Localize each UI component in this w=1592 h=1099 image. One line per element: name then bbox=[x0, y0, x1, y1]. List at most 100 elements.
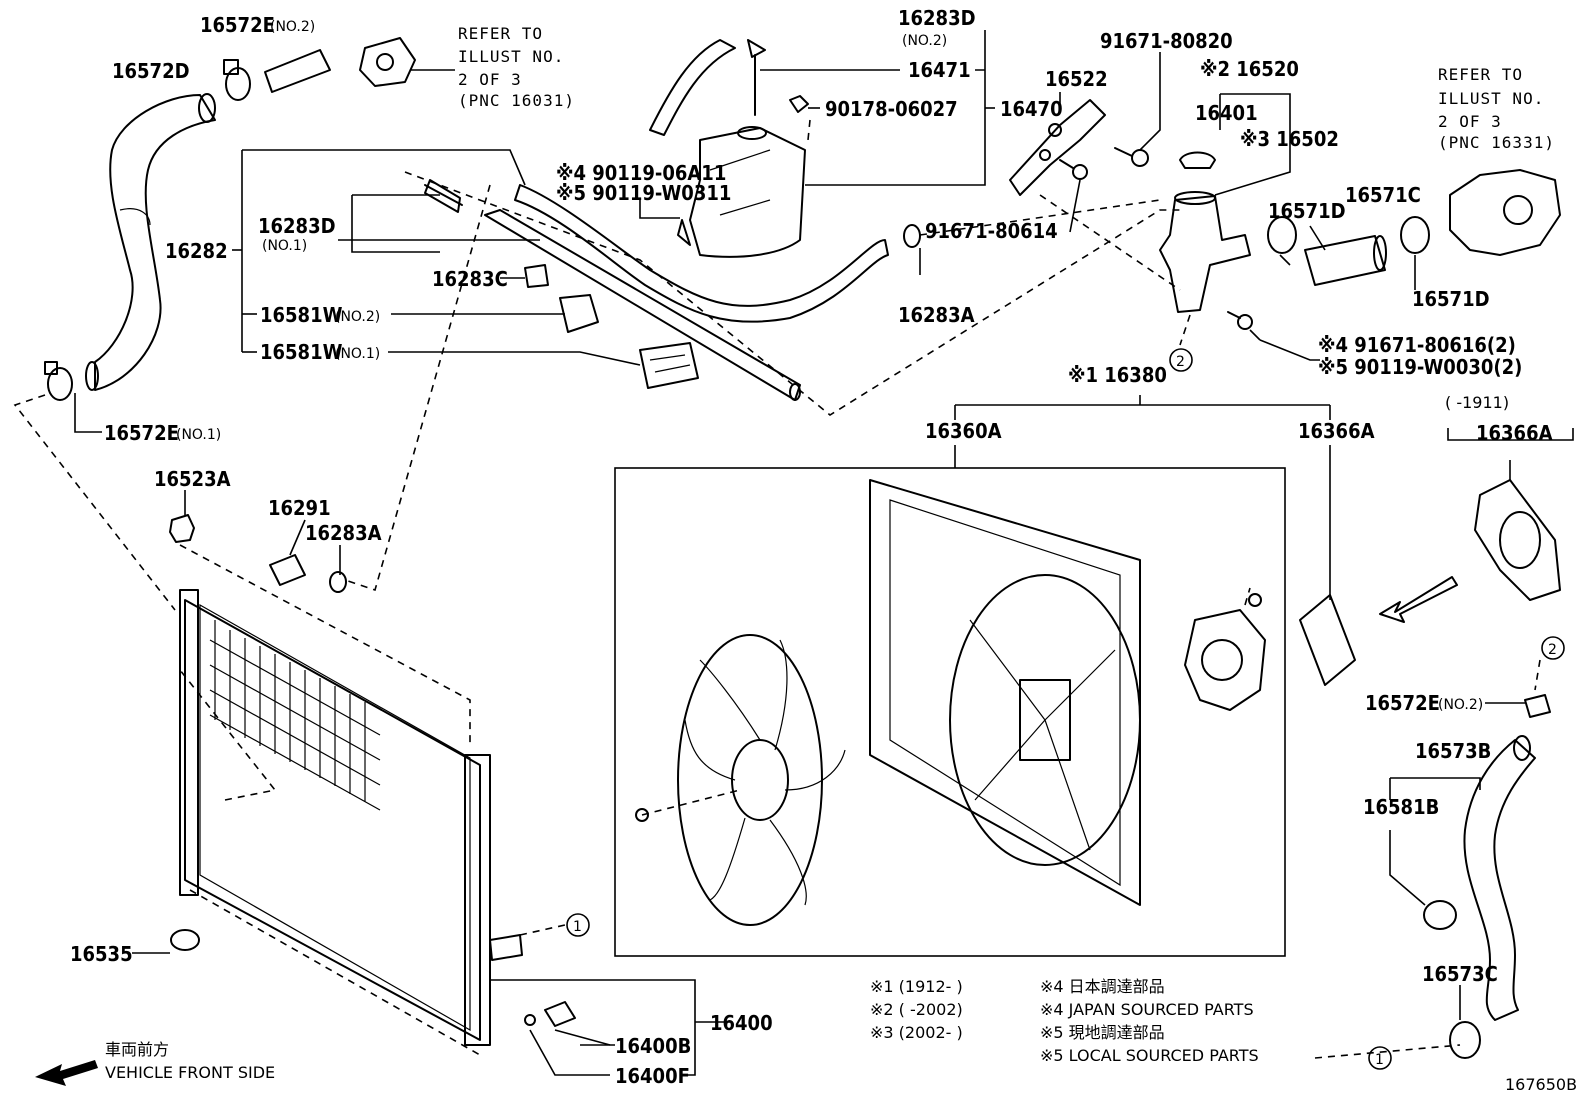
svg-text:2: 2 bbox=[1548, 642, 1557, 658]
label-16572E-no2-top-suffix: (NO.2) bbox=[270, 19, 315, 35]
refer-left: REFER TO ILLUST NO. 2 OF 3 (PNC 16031) bbox=[458, 24, 574, 110]
label-90119-W0311: ※5 90119-W0311 bbox=[556, 181, 731, 205]
svg-text:※4 JAPAN SOURCED PARTS: ※4 JAPAN SOURCED PARTS bbox=[1040, 1000, 1254, 1019]
dashed-guides bbox=[13, 119, 1541, 1059]
label-16572E-no2-right: 16572E bbox=[1365, 691, 1440, 715]
seal-pad-16366a bbox=[1299, 594, 1356, 686]
svg-text:(PNC 16331): (PNC 16331) bbox=[1438, 133, 1555, 152]
label-16572E-no1-suffix: (NO.1) bbox=[176, 427, 221, 443]
bolt-91671-80616 bbox=[1227, 311, 1253, 330]
label-16366A-right: 16366A bbox=[1476, 421, 1553, 445]
seal-16366a-right bbox=[1474, 479, 1561, 601]
vehicle-front-indicator: 車両前方 VEHICLE FRONT SIDE bbox=[35, 1040, 275, 1086]
svg-text:※2 ( -2002): ※2 ( -2002) bbox=[870, 1000, 963, 1019]
label-16573B: 16573B bbox=[1415, 739, 1491, 763]
fan-shroud bbox=[869, 479, 1141, 906]
fan-assembly-box bbox=[614, 467, 1286, 957]
label-16400: 16400 bbox=[710, 1011, 773, 1035]
footnotes: ※1 (1912- ) ※2 ( -2002) ※3 (2002- ) ※4 日… bbox=[870, 977, 1259, 1065]
svg-text:※4 日本調達部品: ※4 日本調達部品 bbox=[1040, 977, 1165, 996]
bolt-91671-80820 bbox=[1114, 147, 1149, 167]
clamp-16573c bbox=[1449, 1021, 1481, 1059]
label-16523A: 16523A bbox=[154, 467, 231, 491]
label-16581W-no2-suffix: (NO.2) bbox=[335, 309, 380, 325]
svg-text:2: 2 bbox=[1176, 354, 1185, 370]
svg-text:1: 1 bbox=[573, 919, 582, 935]
radiator-cap bbox=[1179, 151, 1216, 169]
label-16400F: 16400F bbox=[615, 1064, 690, 1088]
label-16283C: 16283C bbox=[432, 267, 508, 291]
svg-text:REFER TO: REFER TO bbox=[458, 24, 543, 43]
svg-text:ILLUST NO.: ILLUST NO. bbox=[458, 47, 564, 66]
svg-text:※5 現地調達部品: ※5 現地調達部品 bbox=[1040, 1023, 1165, 1042]
label-16572D: 16572D bbox=[112, 59, 190, 83]
label-16366A-mid: 16366A bbox=[1298, 419, 1375, 443]
leader-lines bbox=[74, 30, 1574, 1076]
svg-text:2 OF 3: 2 OF 3 bbox=[1438, 112, 1502, 131]
circle-marker-2-top: 2 bbox=[1169, 348, 1193, 372]
label-16360A: 16360A bbox=[925, 419, 1002, 443]
label-16572E-no2-right-suffix: (NO.2) bbox=[1438, 697, 1483, 713]
label-16502: ※3 16502 bbox=[1240, 127, 1339, 151]
label-16522: 16522 bbox=[1045, 67, 1108, 91]
hose-clamp-left bbox=[44, 361, 73, 401]
water-outlet bbox=[1159, 191, 1251, 313]
refer-right: REFER TO ILLUST NO. 2 OF 3 (PNC 16331) bbox=[1438, 65, 1555, 152]
hose-clip-16283c bbox=[524, 264, 549, 288]
arrow-to-16366a bbox=[1379, 576, 1458, 623]
drain-plug-16291 bbox=[269, 554, 306, 586]
hose-clamp-top bbox=[223, 59, 251, 101]
clamp-16572e-right bbox=[1524, 694, 1551, 718]
part-labels: 16572D 16572E (NO.2) 16282 16283D (NO.1)… bbox=[70, 6, 1553, 1088]
fan-motor bbox=[1184, 593, 1266, 711]
label-16283D-no1: 16283D bbox=[258, 214, 336, 238]
label-16400B: 16400B bbox=[615, 1034, 691, 1058]
label-16283D-no2: 16283D bbox=[898, 6, 976, 30]
label-16471: 16471 bbox=[908, 58, 971, 82]
label-16283A-mid: 16283A bbox=[898, 303, 975, 327]
label-16282: 16282 bbox=[165, 239, 228, 263]
water-inlet-16331 bbox=[1449, 169, 1561, 256]
label-16571C: 16571C bbox=[1345, 183, 1421, 207]
svg-text:※1 (1912- ): ※1 (1912- ) bbox=[870, 977, 963, 996]
label-16470: 16470 bbox=[1000, 97, 1063, 121]
illustration-id: 167650B bbox=[1505, 1075, 1577, 1094]
label-91671-80614: 91671-80614 bbox=[925, 219, 1058, 243]
lower-radiator-hose bbox=[1463, 735, 1536, 1021]
hose-clamp-16283a-mid bbox=[903, 224, 921, 248]
label-90119-06A11: ※4 90119-06A11 bbox=[556, 161, 726, 185]
label-16283D-no2-suffix: (NO.2) bbox=[902, 33, 947, 49]
svg-text:※5 LOCAL SOURCED PARTS: ※5 LOCAL SOURCED PARTS bbox=[1040, 1046, 1259, 1065]
label-16535: 16535 bbox=[70, 942, 133, 966]
front-arrow-icon bbox=[35, 1060, 98, 1086]
inlet-hose-part bbox=[264, 37, 416, 93]
svg-text:1: 1 bbox=[1375, 1052, 1384, 1068]
circle-marker-1-hose: 1 bbox=[1368, 1046, 1392, 1070]
label-16581B: 16581B bbox=[1363, 795, 1439, 819]
hose-16571c bbox=[1304, 235, 1387, 286]
reserve-hose bbox=[424, 179, 889, 401]
radiator-core bbox=[179, 589, 523, 1046]
bracket-16522 bbox=[1009, 99, 1106, 196]
reservoir-tank bbox=[649, 39, 809, 258]
label-91671-80820: 91671-80820 bbox=[1100, 29, 1233, 53]
clamp-16571d-right bbox=[1400, 216, 1430, 254]
upper-radiator-hose bbox=[85, 93, 216, 391]
label-16581W-no2: 16581W bbox=[260, 303, 343, 327]
label-90119-W0030: ※5 90119-W0030(2) bbox=[1318, 355, 1522, 379]
svg-text:2 OF 3: 2 OF 3 bbox=[458, 70, 522, 89]
label-16283A-left: 16283A bbox=[305, 521, 382, 545]
clamp-16283a-left bbox=[329, 571, 347, 593]
label-16520: ※2 16520 bbox=[1200, 57, 1299, 81]
clamp-16571d-left bbox=[1267, 216, 1297, 254]
bolt-91671-80614 bbox=[1059, 159, 1088, 180]
label-90178-06027: 90178-06027 bbox=[825, 97, 958, 121]
svg-text:VEHICLE FRONT SIDE: VEHICLE FRONT SIDE bbox=[105, 1063, 275, 1082]
label-16581W-no1-suffix: (NO.1) bbox=[335, 346, 380, 362]
radiator-support-16523a bbox=[169, 514, 195, 543]
label-16571D-top: 16571D bbox=[1268, 199, 1346, 223]
label-16380: ※1 16380 bbox=[1068, 363, 1167, 387]
label-16572E-no1: 16572E bbox=[104, 421, 179, 445]
